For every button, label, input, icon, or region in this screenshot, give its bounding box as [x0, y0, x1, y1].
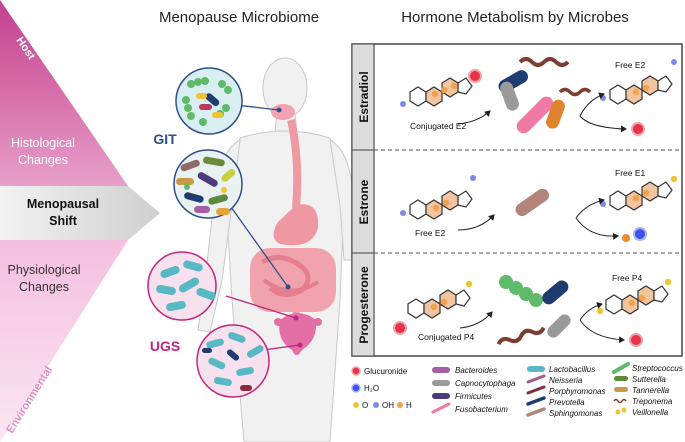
- estrone-input-label: Free E2: [415, 228, 446, 238]
- legend-streptococcus: Streptococcus: [632, 364, 683, 373]
- legend-sutterella: Sutterella: [632, 375, 666, 384]
- legend-bacteroides: Bacteroides: [455, 366, 497, 375]
- estradiol-row: Conjugated E2 Free E2: [400, 57, 677, 136]
- legend-prevotella: Prevotella: [549, 398, 585, 407]
- estrone-row: Free E2 Free E1: [400, 168, 678, 242]
- ugs-connector-upper: [225, 295, 297, 319]
- steroid-molecule-free-e1: [609, 181, 673, 211]
- steroid-molecule-free-e2: [609, 75, 673, 105]
- legend-veillonella: Veillonella: [632, 408, 669, 417]
- steroid-molecule-free-p4: [605, 285, 669, 315]
- legend-capnocytophaga: Capnocytophaga: [455, 379, 516, 388]
- legend-firmicutes: Firmicutes: [455, 392, 492, 401]
- legend: Glucuronide H₂O O OH H Bacteroides Capno…: [351, 362, 683, 418]
- physiological-line1: Physiological: [8, 263, 81, 277]
- git-connector-upper: [235, 104, 280, 111]
- legend-glucuronide: Glucuronide: [364, 367, 408, 376]
- git-microbe-circle-2: [173, 149, 243, 219]
- row-label-estrone: Estrone: [357, 179, 371, 224]
- host-triangle: [0, 0, 128, 186]
- right-panel: Hormone Metabolism by Microbes Estradiol…: [351, 9, 683, 357]
- row-label-progesterone: Progesterone: [357, 266, 371, 344]
- legend-porphyromonas: Porphyromonas: [549, 387, 605, 396]
- histological-line1: Histological: [11, 136, 75, 150]
- right-title: Hormone Metabolism by Microbes: [401, 9, 629, 26]
- grey-shift-arrow: [0, 186, 160, 240]
- legend-h: H: [406, 401, 412, 410]
- estrone-output-label: Free E1: [615, 168, 646, 178]
- estradiol-output-label: Free E2: [615, 60, 646, 70]
- legend-h2o: H₂O: [364, 384, 379, 393]
- estradiol-input-label: Conjugated E2: [410, 121, 467, 131]
- legend-sphingomonas: Sphingomonas: [549, 409, 602, 418]
- center-panel: Menopause Microbiome: [147, 9, 355, 442]
- legend-o: O: [362, 401, 368, 410]
- git-microbe-circle-1: [175, 67, 243, 135]
- row-label-estradiol: Estradiol: [357, 71, 371, 122]
- left-panel: Host Environmental Histological Changes …: [0, 0, 160, 442]
- progesterone-input-label: Conjugated P4: [418, 332, 475, 342]
- git-connector-lower: [225, 199, 289, 288]
- center-title: Menopause Microbiome: [159, 9, 319, 26]
- progesterone-row: Conjugated P4 Free P4: [393, 273, 672, 347]
- legend-oh: OH: [382, 401, 394, 410]
- legend-neisseria: Neisseria: [549, 376, 583, 385]
- legend-lactobacillus: Lactobacillus: [549, 365, 595, 374]
- legend-fusobacterium: Fusobacterium: [455, 405, 508, 414]
- menopausal-line2: Shift: [49, 214, 78, 228]
- legend-treponema: Treponema: [632, 397, 673, 406]
- progesterone-output-label: Free P4: [612, 273, 643, 283]
- legend-tannerella: Tannerella: [632, 386, 670, 395]
- menopausal-line1: Menopausal: [27, 197, 99, 211]
- histological-line2: Changes: [18, 153, 68, 167]
- git-label: GIT: [153, 131, 177, 147]
- environmental-triangle: [0, 240, 128, 442]
- ugs-label: UGS: [150, 338, 180, 354]
- steroid-molecule-free-e2-input: [409, 190, 473, 220]
- ugs-microbe-circle-2: [196, 324, 270, 398]
- physiological-line2: Changes: [19, 280, 69, 294]
- ugs-microbe-circle-1: [147, 251, 217, 321]
